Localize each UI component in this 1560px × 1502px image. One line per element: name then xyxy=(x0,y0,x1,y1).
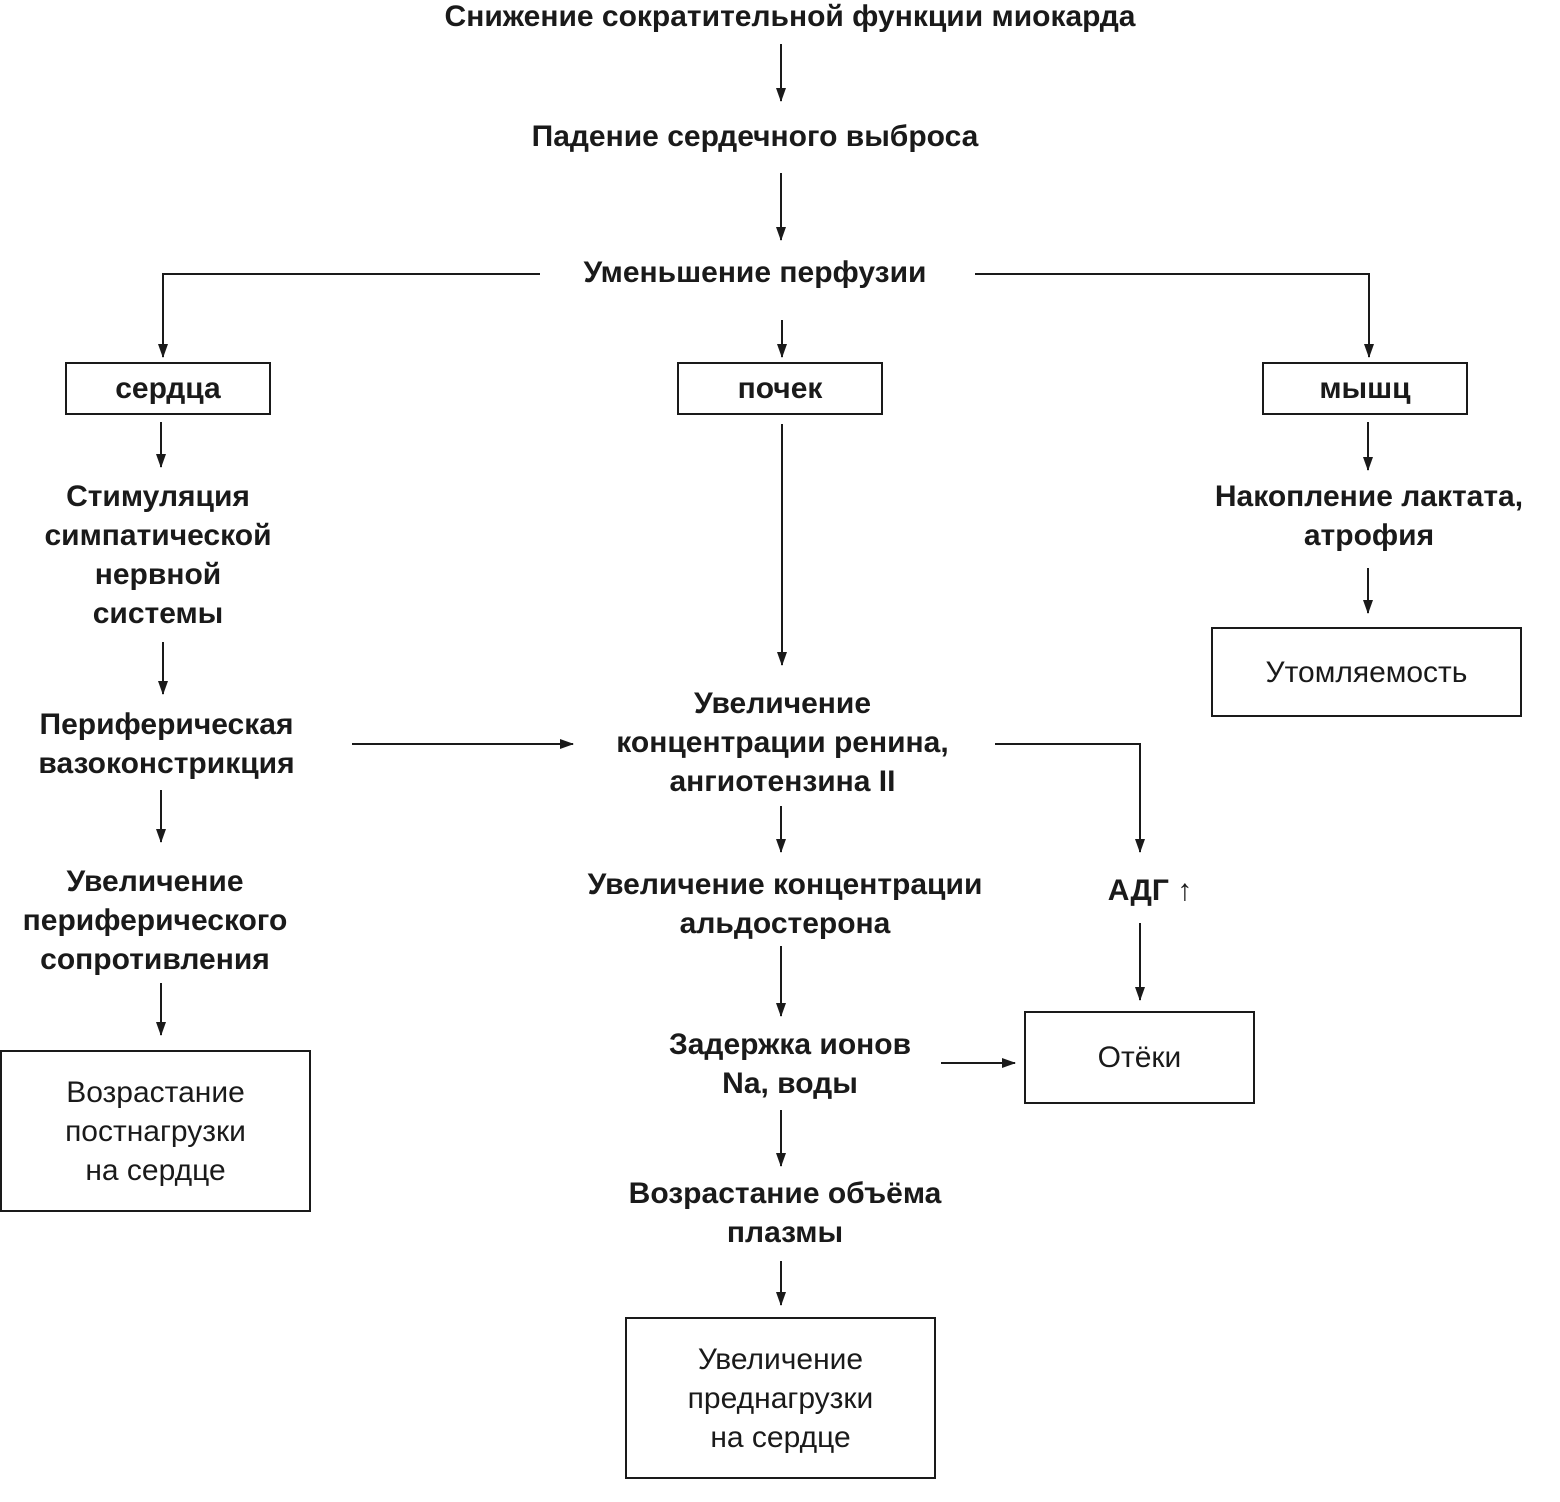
box-muscles: мышц xyxy=(1262,362,1468,415)
box-edema: Отёки xyxy=(1024,1011,1255,1104)
node-perfusion: Уменьшение перфузии xyxy=(583,255,927,289)
node-sympathetic: Стимуляция симпатической нервной системы xyxy=(44,480,272,630)
node-aldosterone: Увеличение концентрации альдостерона xyxy=(587,868,983,940)
node-renin-angiotensin: Увеличение концентрации ренина, ангиотен… xyxy=(616,686,949,798)
node-peripheral-resistance: Увеличение периферического сопротивления xyxy=(22,864,288,976)
box-preload: Увеличение преднагрузки на сердце xyxy=(625,1317,936,1479)
node-lactate-atrophy: Накопление лактата, атрофия xyxy=(1214,480,1524,552)
box-heart: сердца xyxy=(65,362,271,415)
node-vasoconstriction: Периферическая вазоконстрикция xyxy=(38,708,295,780)
arrow-perfusion-to-muscles xyxy=(975,273,1374,358)
node-sodium-water: Задержка ионов Na, воды xyxy=(668,1028,912,1100)
node-myocardium: Снижение сократительной функции миокарда xyxy=(444,0,1136,33)
node-cardiac-output: Падение сердечного выброса xyxy=(531,119,979,153)
node-adh: АДГ ↑ xyxy=(1107,873,1193,907)
box-kidneys: почек xyxy=(677,362,883,415)
node-plasma-volume: Возрастание объёма плазмы xyxy=(628,1177,942,1249)
box-afterload: Возрастание постнагрузки на сердце xyxy=(0,1050,311,1212)
arrow-renin-to-adh xyxy=(995,743,1145,853)
arrow-perfusion-to-heart xyxy=(158,273,540,358)
box-fatigue: Утомляемость xyxy=(1211,627,1522,717)
